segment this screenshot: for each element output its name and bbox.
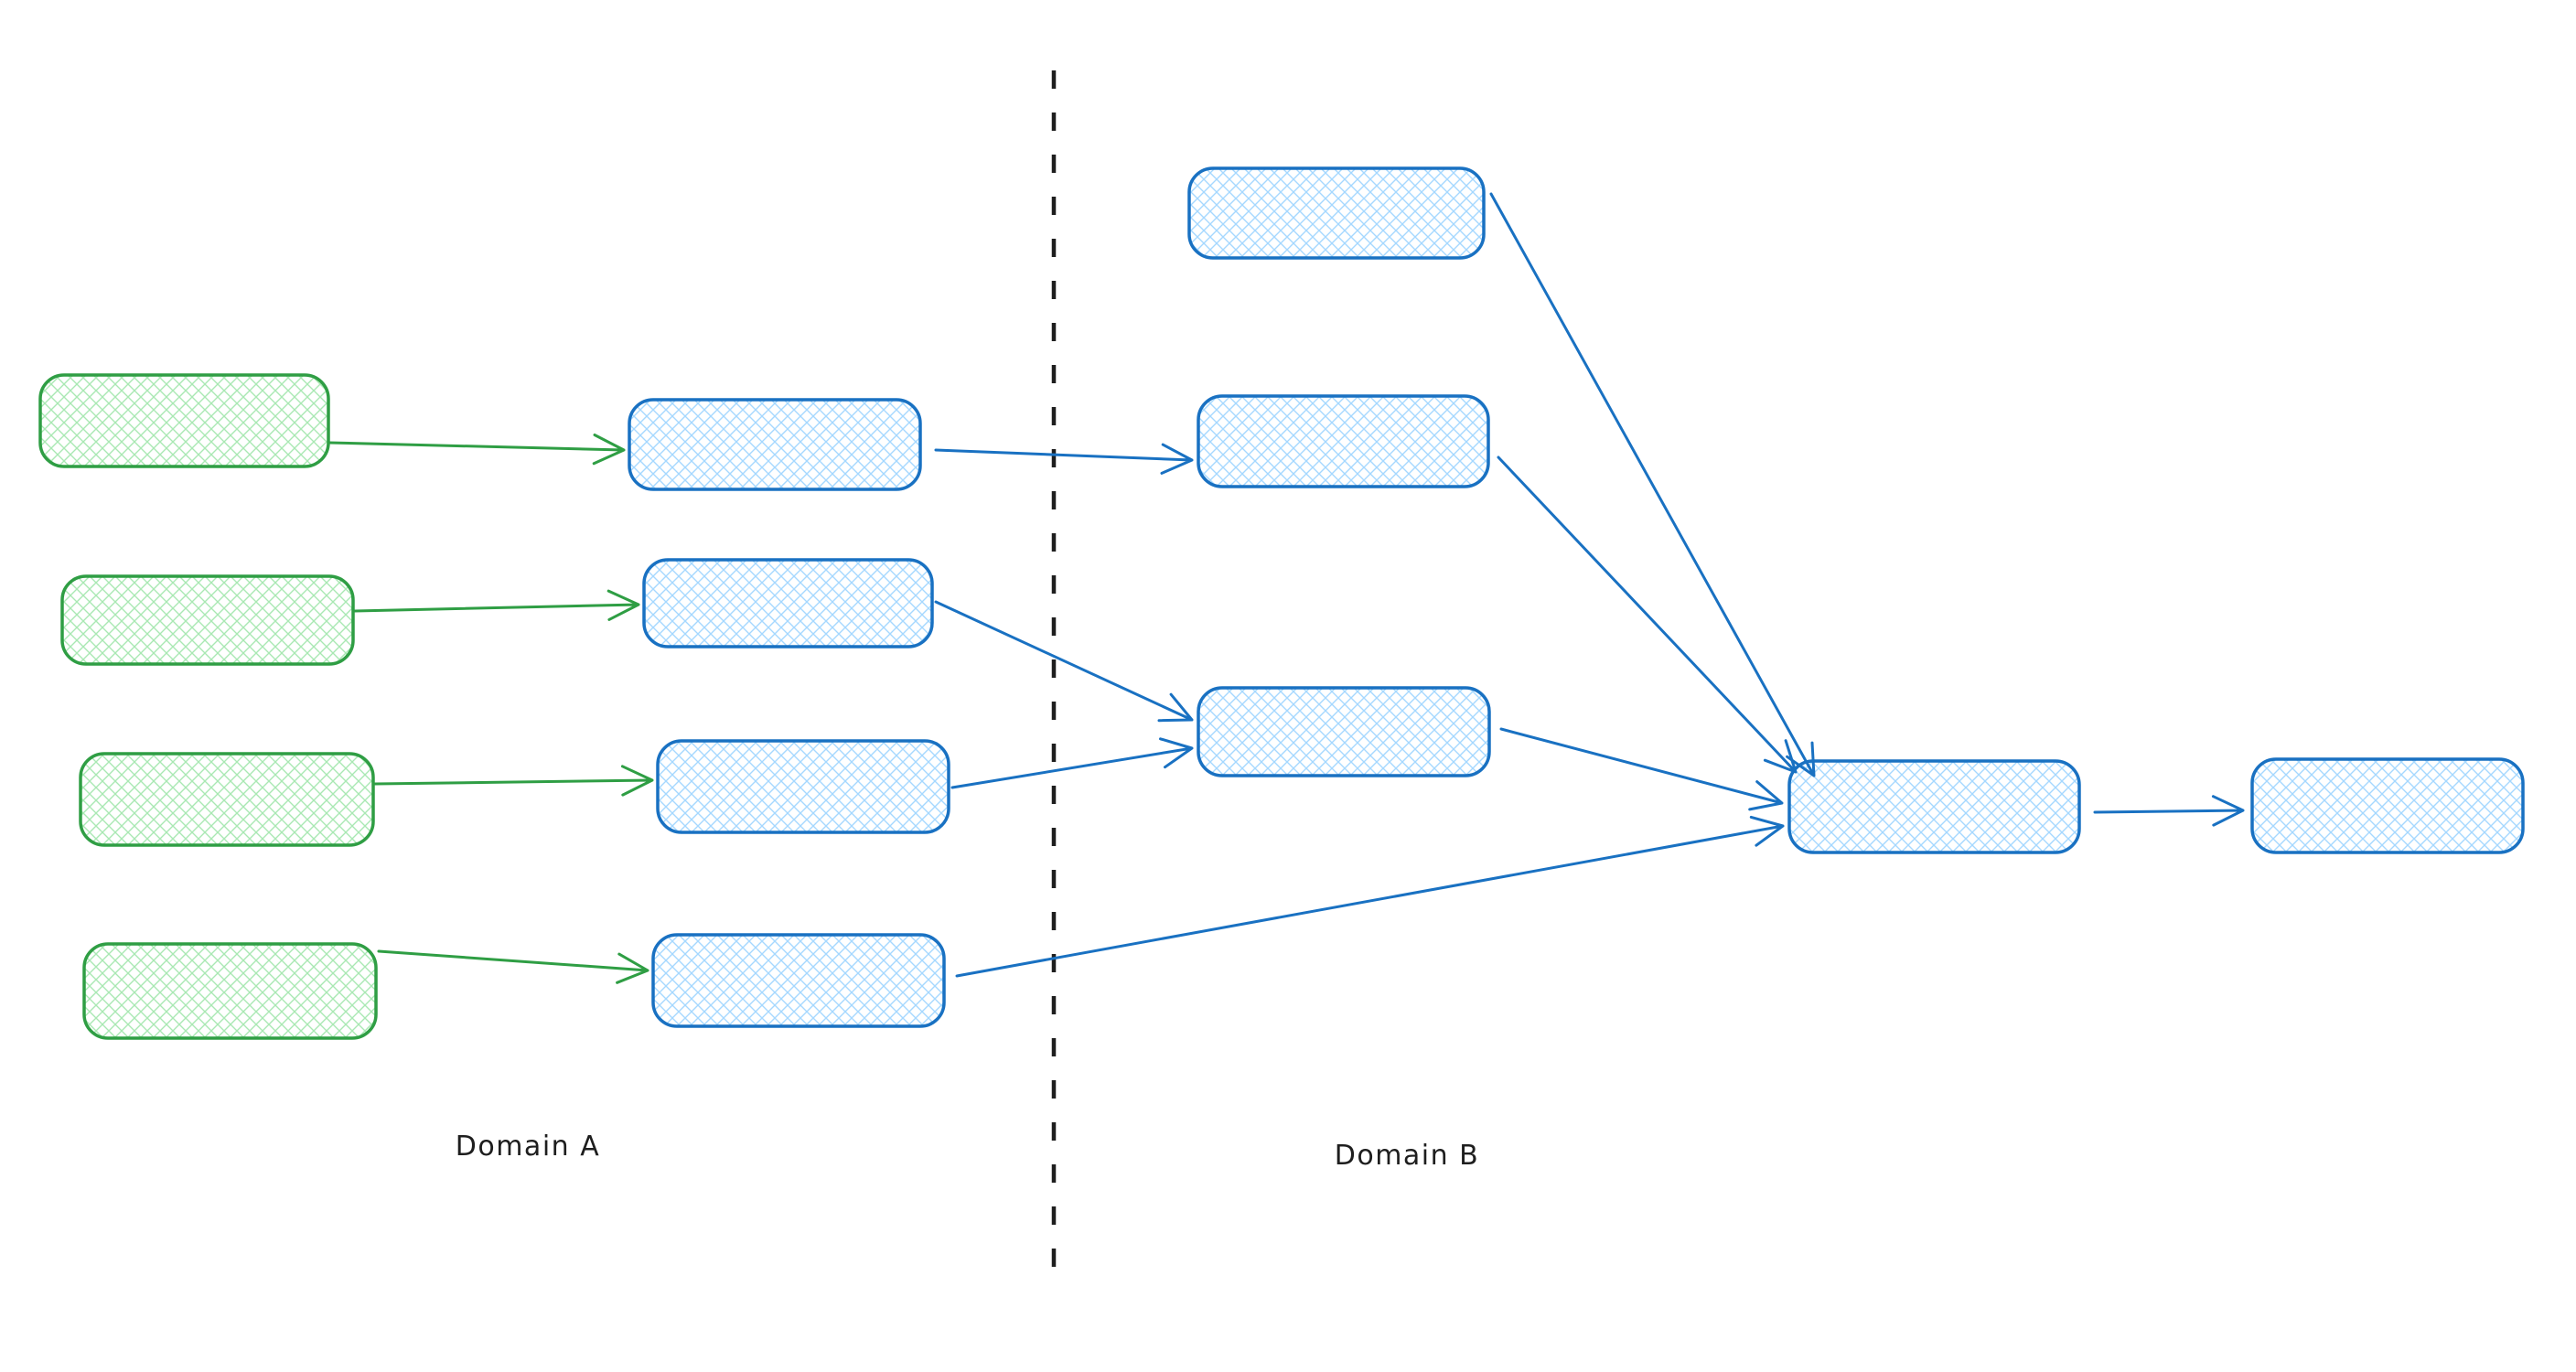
edge-b3-to-merge bbox=[1499, 727, 1784, 811]
green-box-4 bbox=[82, 942, 378, 1040]
edge-a4-to-merge bbox=[955, 815, 1785, 978]
domain-b-blue-box-3 bbox=[1197, 686, 1491, 777]
domain-a-blue-box-4 bbox=[651, 933, 946, 1028]
domain-b-final-box bbox=[2250, 757, 2525, 854]
edge-green-4-to-a4 bbox=[377, 949, 649, 984]
domain-b-label: Domain B bbox=[1334, 1140, 1480, 1172]
edge-green-1-to-a1 bbox=[327, 434, 626, 466]
domain-a-blue-box-2 bbox=[642, 558, 934, 648]
domain-a-label: Domain A bbox=[455, 1131, 601, 1163]
green-box-3 bbox=[79, 752, 375, 847]
edge-green-3-to-a3 bbox=[373, 765, 654, 797]
edge-green-2-to-a2 bbox=[353, 589, 640, 621]
green-box-1 bbox=[38, 373, 330, 468]
domain-a-blue-box-1 bbox=[628, 398, 922, 491]
edge-a1-to-b2 bbox=[934, 443, 1194, 475]
edge-merge-to-final bbox=[2093, 795, 2245, 827]
edge-b2-to-merge bbox=[1497, 456, 1798, 774]
domain-b-blue-box-1 bbox=[1187, 166, 1486, 260]
green-box-2 bbox=[60, 574, 355, 666]
edge-b1-to-merge bbox=[1489, 192, 1816, 777]
domain-b-blue-box-2 bbox=[1197, 394, 1490, 488]
edge-a3-to-b3 bbox=[950, 737, 1194, 789]
domain-a-blue-box-3 bbox=[656, 739, 950, 834]
edge-a2-to-b3 bbox=[934, 600, 1194, 723]
domain-b-merge-box bbox=[1787, 759, 2081, 854]
